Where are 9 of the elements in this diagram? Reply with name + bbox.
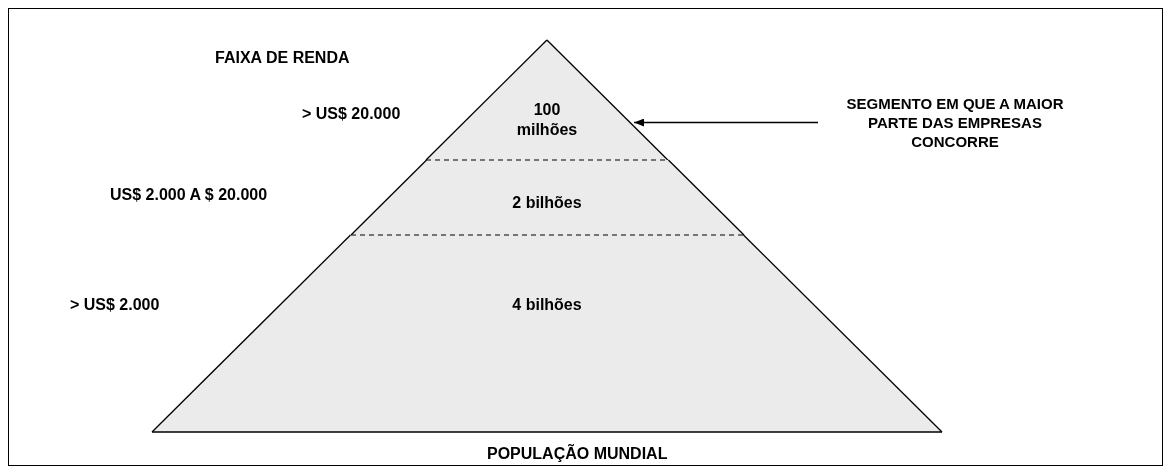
callout-text: SEGMENTO EM QUE A MAIOR PARTE DAS EMPRESAS CONCORRE <box>830 94 1080 151</box>
income-range-label: > US$ 2.000 <box>70 295 160 315</box>
axis-title: FAIXA DE RENDA <box>215 48 350 68</box>
arrow <box>633 118 819 127</box>
income-range-label: > US$ 20.000 <box>302 104 401 124</box>
population-label: 2 bilhões <box>511 193 583 213</box>
income-range-label: US$ 2.000 A $ 20.000 <box>110 185 268 205</box>
population-label: 100 milhões <box>515 100 579 140</box>
population-label: 4 bilhões <box>511 295 583 315</box>
